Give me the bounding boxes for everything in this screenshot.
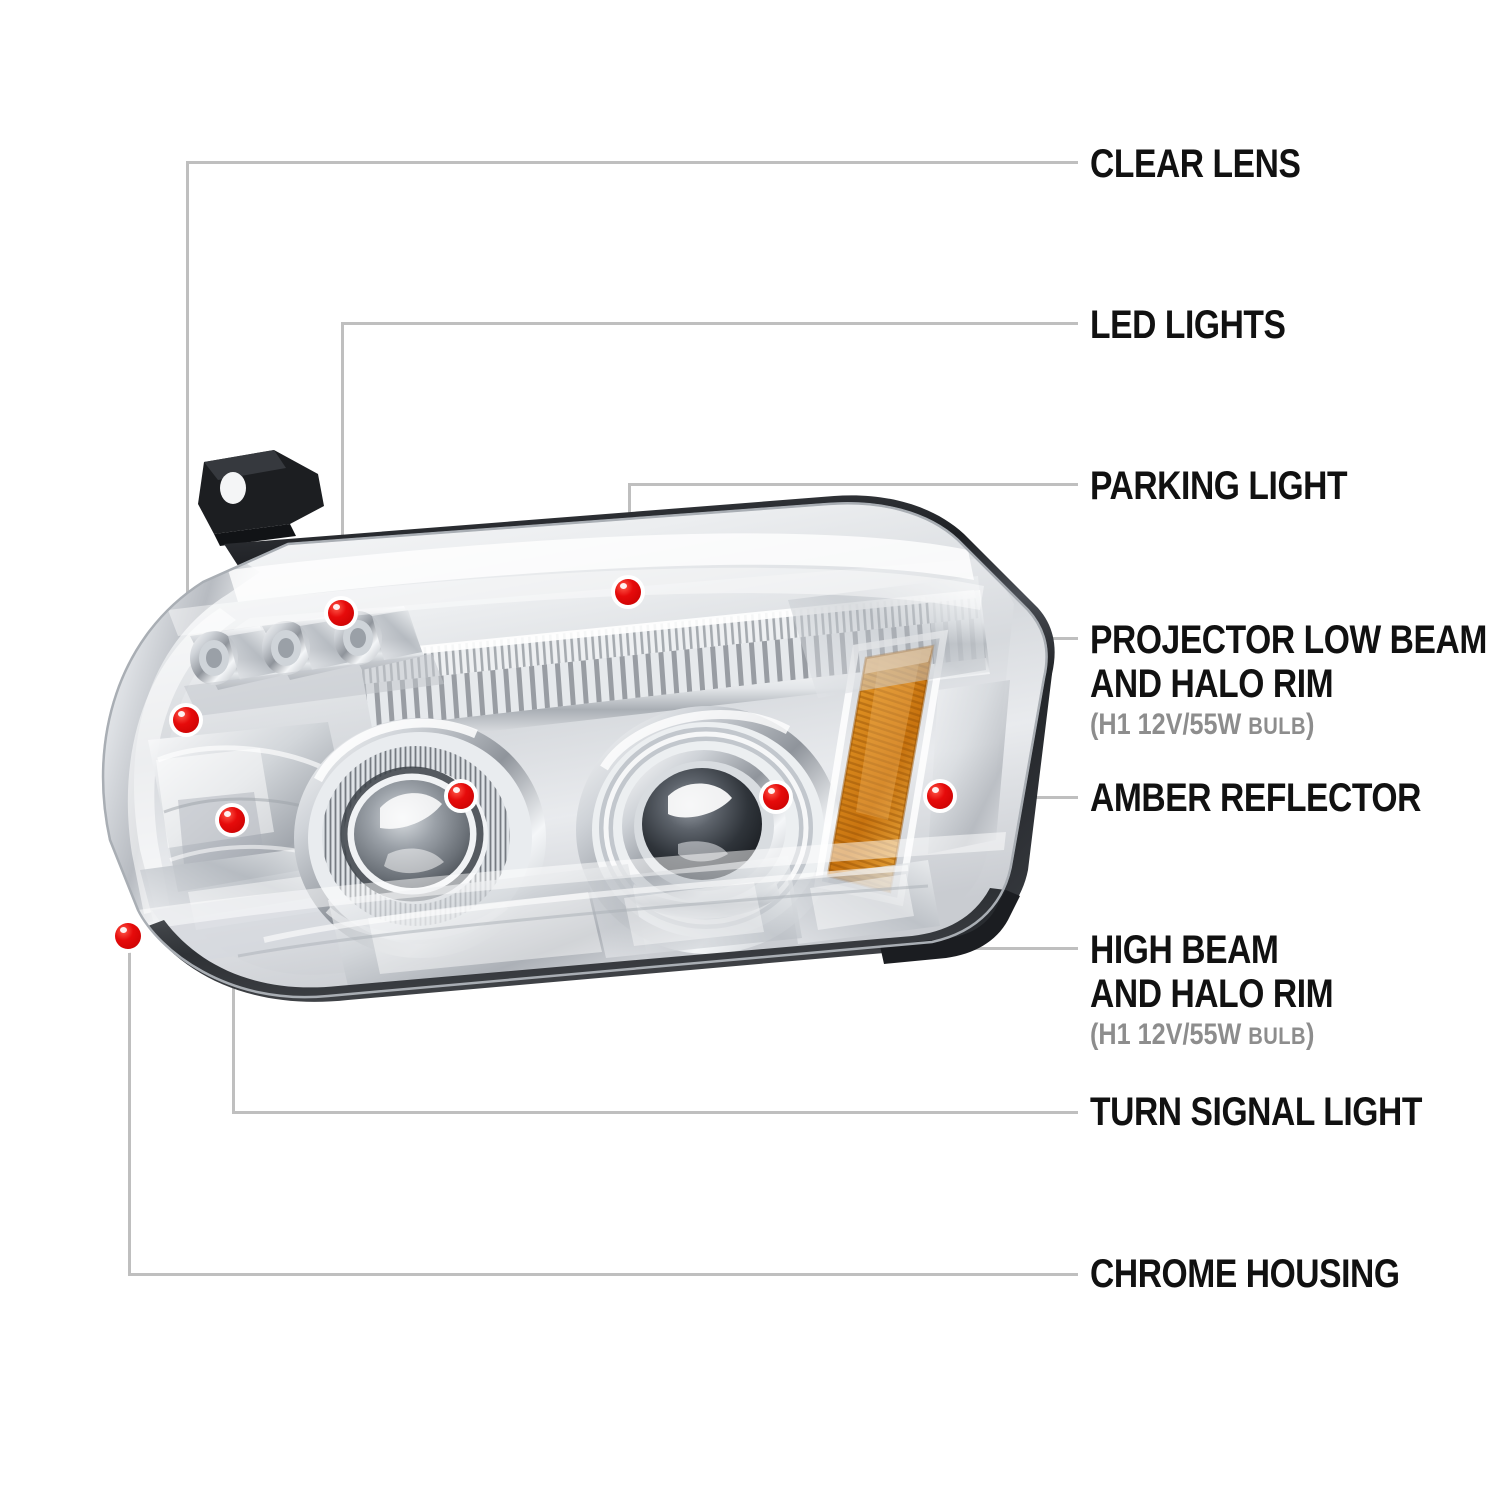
label-projector-low-beam-line2: AND HALO RIM — [1090, 662, 1334, 706]
callout-dot-clear-lens[interactable] — [173, 707, 199, 733]
headlight-illustration — [101, 450, 1055, 1002]
label-projector-low-beam: PROJECTOR LOW BEAM AND HALO RIM (H1 12V/… — [1090, 618, 1487, 746]
headlight-assembly-image — [28, 440, 1068, 1040]
callout-dot-parking-light[interactable] — [615, 579, 641, 605]
leader-parking-light-horizontal — [628, 483, 1078, 486]
label-turn-signal-light-line1: TURN SIGNAL LIGHT — [1090, 1090, 1422, 1134]
callout-dot-amber-reflector[interactable] — [927, 783, 953, 809]
bulb-paren-close-high: ) — [1305, 1018, 1315, 1051]
callout-dot-high-beam[interactable] — [448, 783, 474, 809]
label-clear-lens: CLEAR LENS — [1090, 142, 1301, 186]
label-high-beam-bulb: (H1 12V/55W BULB) — [1090, 1016, 1333, 1056]
leader-clear-lens-horizontal — [186, 161, 1078, 164]
label-chrome-housing: CHROME HOUSING — [1090, 1252, 1400, 1296]
leader-clear-lens-vertical — [186, 161, 189, 723]
callout-dot-projector-low-beam[interactable] — [763, 784, 789, 810]
leader-led-lights-horizontal — [341, 322, 1078, 325]
label-led-lights: LED LIGHTS — [1090, 303, 1286, 347]
leader-led-lights-vertical — [341, 322, 344, 616]
label-high-beam: HIGH BEAM AND HALO RIM (H1 12V/55W BULB) — [1090, 928, 1334, 1056]
label-high-beam-line2: AND HALO RIM — [1090, 972, 1334, 1016]
callout-dot-led-lights[interactable] — [328, 600, 354, 626]
bottom-gasket-lip — [148, 888, 1006, 1002]
bottom-right-gasket-tab — [880, 890, 1020, 964]
label-clear-lens-line1: CLEAR LENS — [1090, 142, 1301, 186]
bulb-paren-close-low: ) — [1305, 708, 1315, 741]
bulb-spec-high: H1 12V/55W — [1098, 1018, 1242, 1051]
label-led-lights-line1: LED LIGHTS — [1090, 303, 1286, 347]
label-parking-light: PARKING LIGHT — [1090, 464, 1348, 508]
callout-dot-turn-signal-light[interactable] — [219, 807, 245, 833]
label-parking-light-line1: PARKING LIGHT — [1090, 464, 1348, 508]
led-lights-cluster — [184, 606, 444, 716]
label-projector-low-beam-bulb: (H1 12V/55W BULB) — [1090, 706, 1487, 746]
bulb-word-low: BULB — [1248, 713, 1306, 740]
mounting-bracket-icon — [198, 450, 324, 546]
bulb-word-high: BULB — [1248, 1023, 1306, 1050]
bulb-spec-low: H1 12V/55W — [1098, 708, 1242, 741]
callout-dot-chrome-housing[interactable] — [115, 923, 141, 949]
label-turn-signal-light: TURN SIGNAL LIGHT — [1090, 1090, 1422, 1134]
label-chrome-housing-line1: CHROME HOUSING — [1090, 1252, 1400, 1296]
leader-turn-signal-horizontal — [232, 1111, 1078, 1114]
leader-chrome-housing-horizontal — [128, 1273, 1078, 1276]
right-chrome-facets — [788, 576, 1010, 944]
label-amber-reflector: AMBER REFLECTOR — [1090, 776, 1421, 820]
label-amber-reflector-line1: AMBER REFLECTOR — [1090, 776, 1421, 820]
bulb-paren-open-low: ( — [1090, 708, 1099, 741]
leader-chrome-housing-vertical — [128, 936, 131, 1273]
label-high-beam-line1: HIGH BEAM — [1090, 928, 1279, 972]
label-projector-low-beam-line1: PROJECTOR LOW BEAM — [1090, 618, 1487, 662]
assembly-outline — [101, 502, 1048, 999]
bulb-paren-open-high: ( — [1090, 1018, 1099, 1051]
